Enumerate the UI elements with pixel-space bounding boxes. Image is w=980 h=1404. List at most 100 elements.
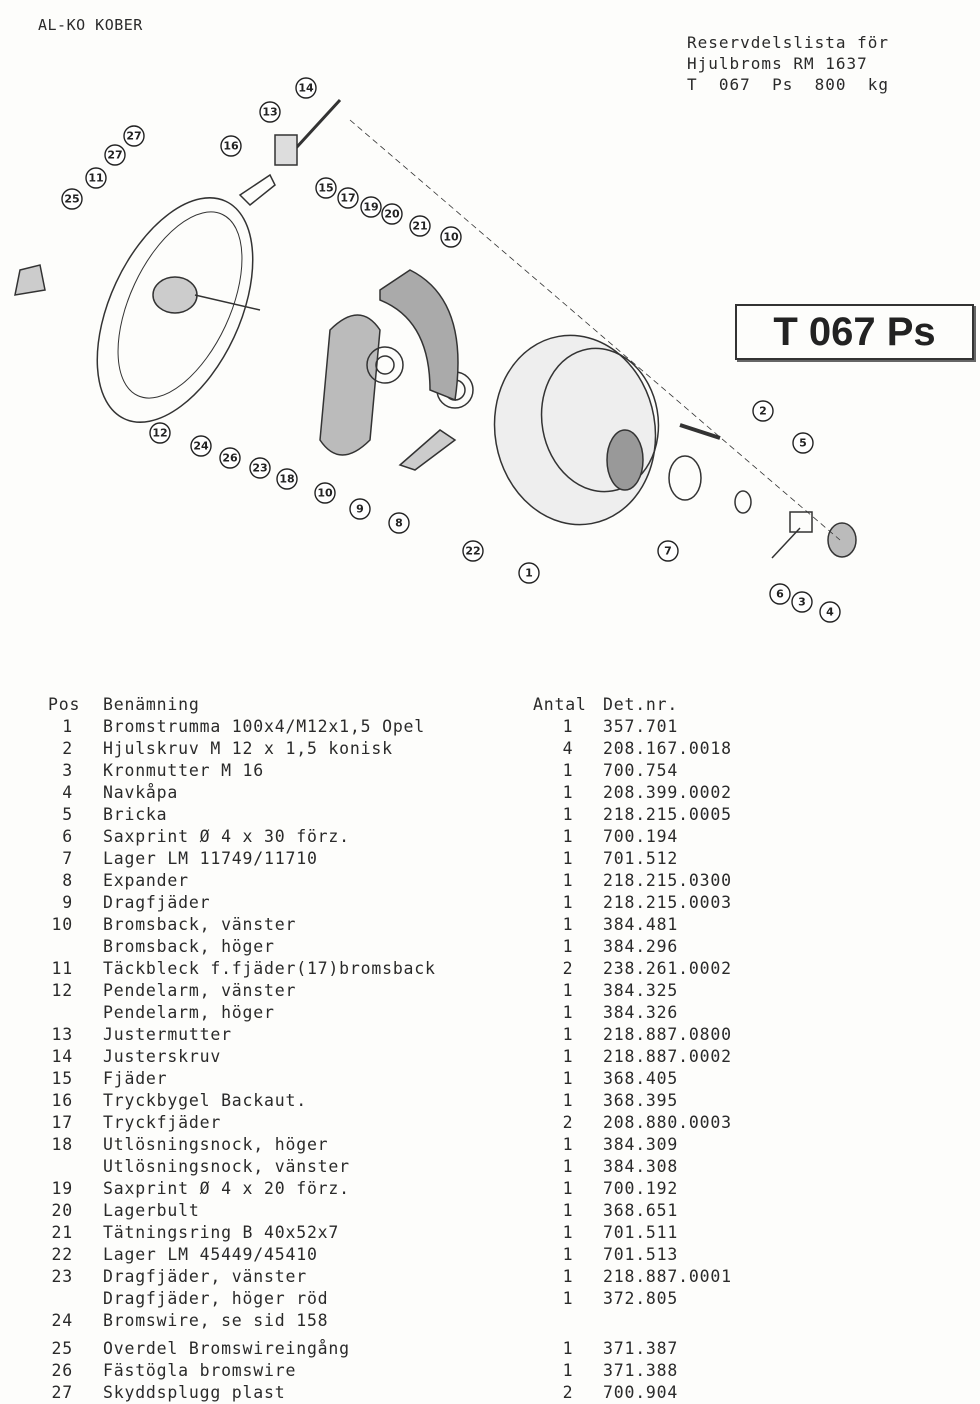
cell-pos: 15 [51, 1069, 73, 1088]
diagram-shape [792, 432, 814, 454]
callout-number: 23 [252, 462, 267, 475]
cell-pos: 16 [51, 1091, 73, 1110]
cell-antal: 1 [562, 1339, 574, 1358]
title-line: Hjulbroms RM 1637 [687, 54, 868, 73]
exploded-diagram: 14 13 27 16 27 11 25 15 17 19 20 21 10 2… [14, 77, 857, 623]
cell-name: Tryckbygel Backaut. [103, 1091, 307, 1110]
diagram-shape [679, 423, 721, 440]
diagram-shape [104, 144, 126, 166]
diagram-shape [409, 215, 431, 237]
callout: 16 [220, 135, 242, 157]
callout-number: 7 [664, 545, 672, 558]
diagram-shape [14, 264, 46, 296]
cell-det: 371.387 [603, 1339, 679, 1358]
callout-number: 22 [465, 545, 480, 558]
cell-antal: 1 [562, 1361, 574, 1380]
cell-det [603, 1310, 803, 1332]
cell-antal: 1 [562, 827, 574, 846]
callout: 13 [259, 101, 281, 123]
cell-pos: 7 [62, 849, 73, 868]
cell-det: 218.887.0002 [603, 1047, 732, 1066]
cell-pos: 11 [51, 959, 73, 978]
callout-number: 10 [443, 231, 459, 244]
callout-number: 3 [798, 596, 806, 609]
callout-number: 1 [525, 567, 533, 580]
table-row: 25 Overdel Bromswireingång 1 371.387 [40, 1338, 960, 1360]
diagram-shape [238, 173, 276, 207]
diagram-shape [518, 562, 540, 584]
callout: 4 [819, 601, 841, 623]
callout: 3 [791, 591, 813, 613]
diagram-shape [337, 187, 359, 209]
cell-pos: 25 [51, 1339, 73, 1358]
diagram-shape [220, 135, 242, 157]
diagram-shape [769, 583, 791, 605]
callout: 27 [104, 144, 126, 166]
cell-antal: 1 [562, 937, 574, 956]
cell-det: 701.513 [603, 1245, 679, 1264]
cell-det: 218.215.0003 [603, 893, 732, 912]
cell-antal: 1 [562, 1289, 574, 1308]
callout: 17 [337, 187, 359, 209]
callout-number: 17 [340, 192, 355, 205]
cell-pos: 20 [51, 1201, 73, 1220]
callout: 1 [518, 562, 540, 584]
cell-pos: 12 [51, 981, 73, 1000]
bearing-7 [668, 455, 702, 501]
cell-name: Pendelarm, vänster [103, 981, 297, 1000]
cell-pos: 22 [51, 1245, 73, 1264]
cell-det: 208.167.0018 [603, 739, 732, 758]
callout-number: 19 [363, 201, 378, 214]
cell-pos: 14 [51, 1047, 73, 1066]
cell-name: Justermutter [103, 1025, 232, 1044]
diagram-shape [375, 355, 395, 375]
cell-name: Saxprint Ø 4 x 20 förz. [103, 1179, 350, 1198]
diagram-shape [771, 527, 801, 559]
cell-antal: 1 [562, 893, 574, 912]
cell-det: 700.904 [603, 1383, 679, 1402]
diagram-shape [606, 429, 644, 491]
callout-number: 4 [826, 606, 834, 619]
callout-number: 27 [126, 130, 141, 143]
callout-number: 24 [193, 440, 209, 453]
cell-name: Fjäder [103, 1069, 168, 1088]
callout: 22 [462, 540, 484, 562]
cell-name: Overdel Bromswireingång [103, 1339, 350, 1358]
diagram-shape [149, 422, 171, 444]
cell-name: Dragfjäder, höger röd [103, 1289, 329, 1308]
cell-name: Bromstrumma 100x4/M12x1,5 Opel [103, 717, 426, 736]
title-line: Reservdelslista för [687, 33, 890, 52]
cell-antal [533, 1310, 603, 1332]
cell-name: Kronmutter M 16 [103, 761, 265, 780]
callout: 26 [219, 447, 241, 469]
cell-pos [40, 936, 73, 958]
diagram-shape [190, 435, 212, 457]
callout-number: 2 [759, 405, 767, 418]
cell-name: Tryckfjäder [103, 1113, 222, 1132]
callout: 10 [440, 226, 462, 248]
callout: 21 [409, 215, 431, 237]
cell-pos: 6 [62, 827, 73, 846]
callout-number: 14 [298, 82, 314, 95]
cell-det: 701.511 [603, 1223, 679, 1242]
cell-det: 384.326 [603, 1003, 679, 1022]
diagram-shape [462, 540, 484, 562]
callout: 27 [123, 125, 145, 147]
cell-det: 384.296 [603, 937, 679, 956]
brake-shoe [319, 314, 381, 456]
cell-name: Lager LM 11749/11710 [103, 849, 318, 868]
callout-number: 8 [395, 517, 403, 530]
